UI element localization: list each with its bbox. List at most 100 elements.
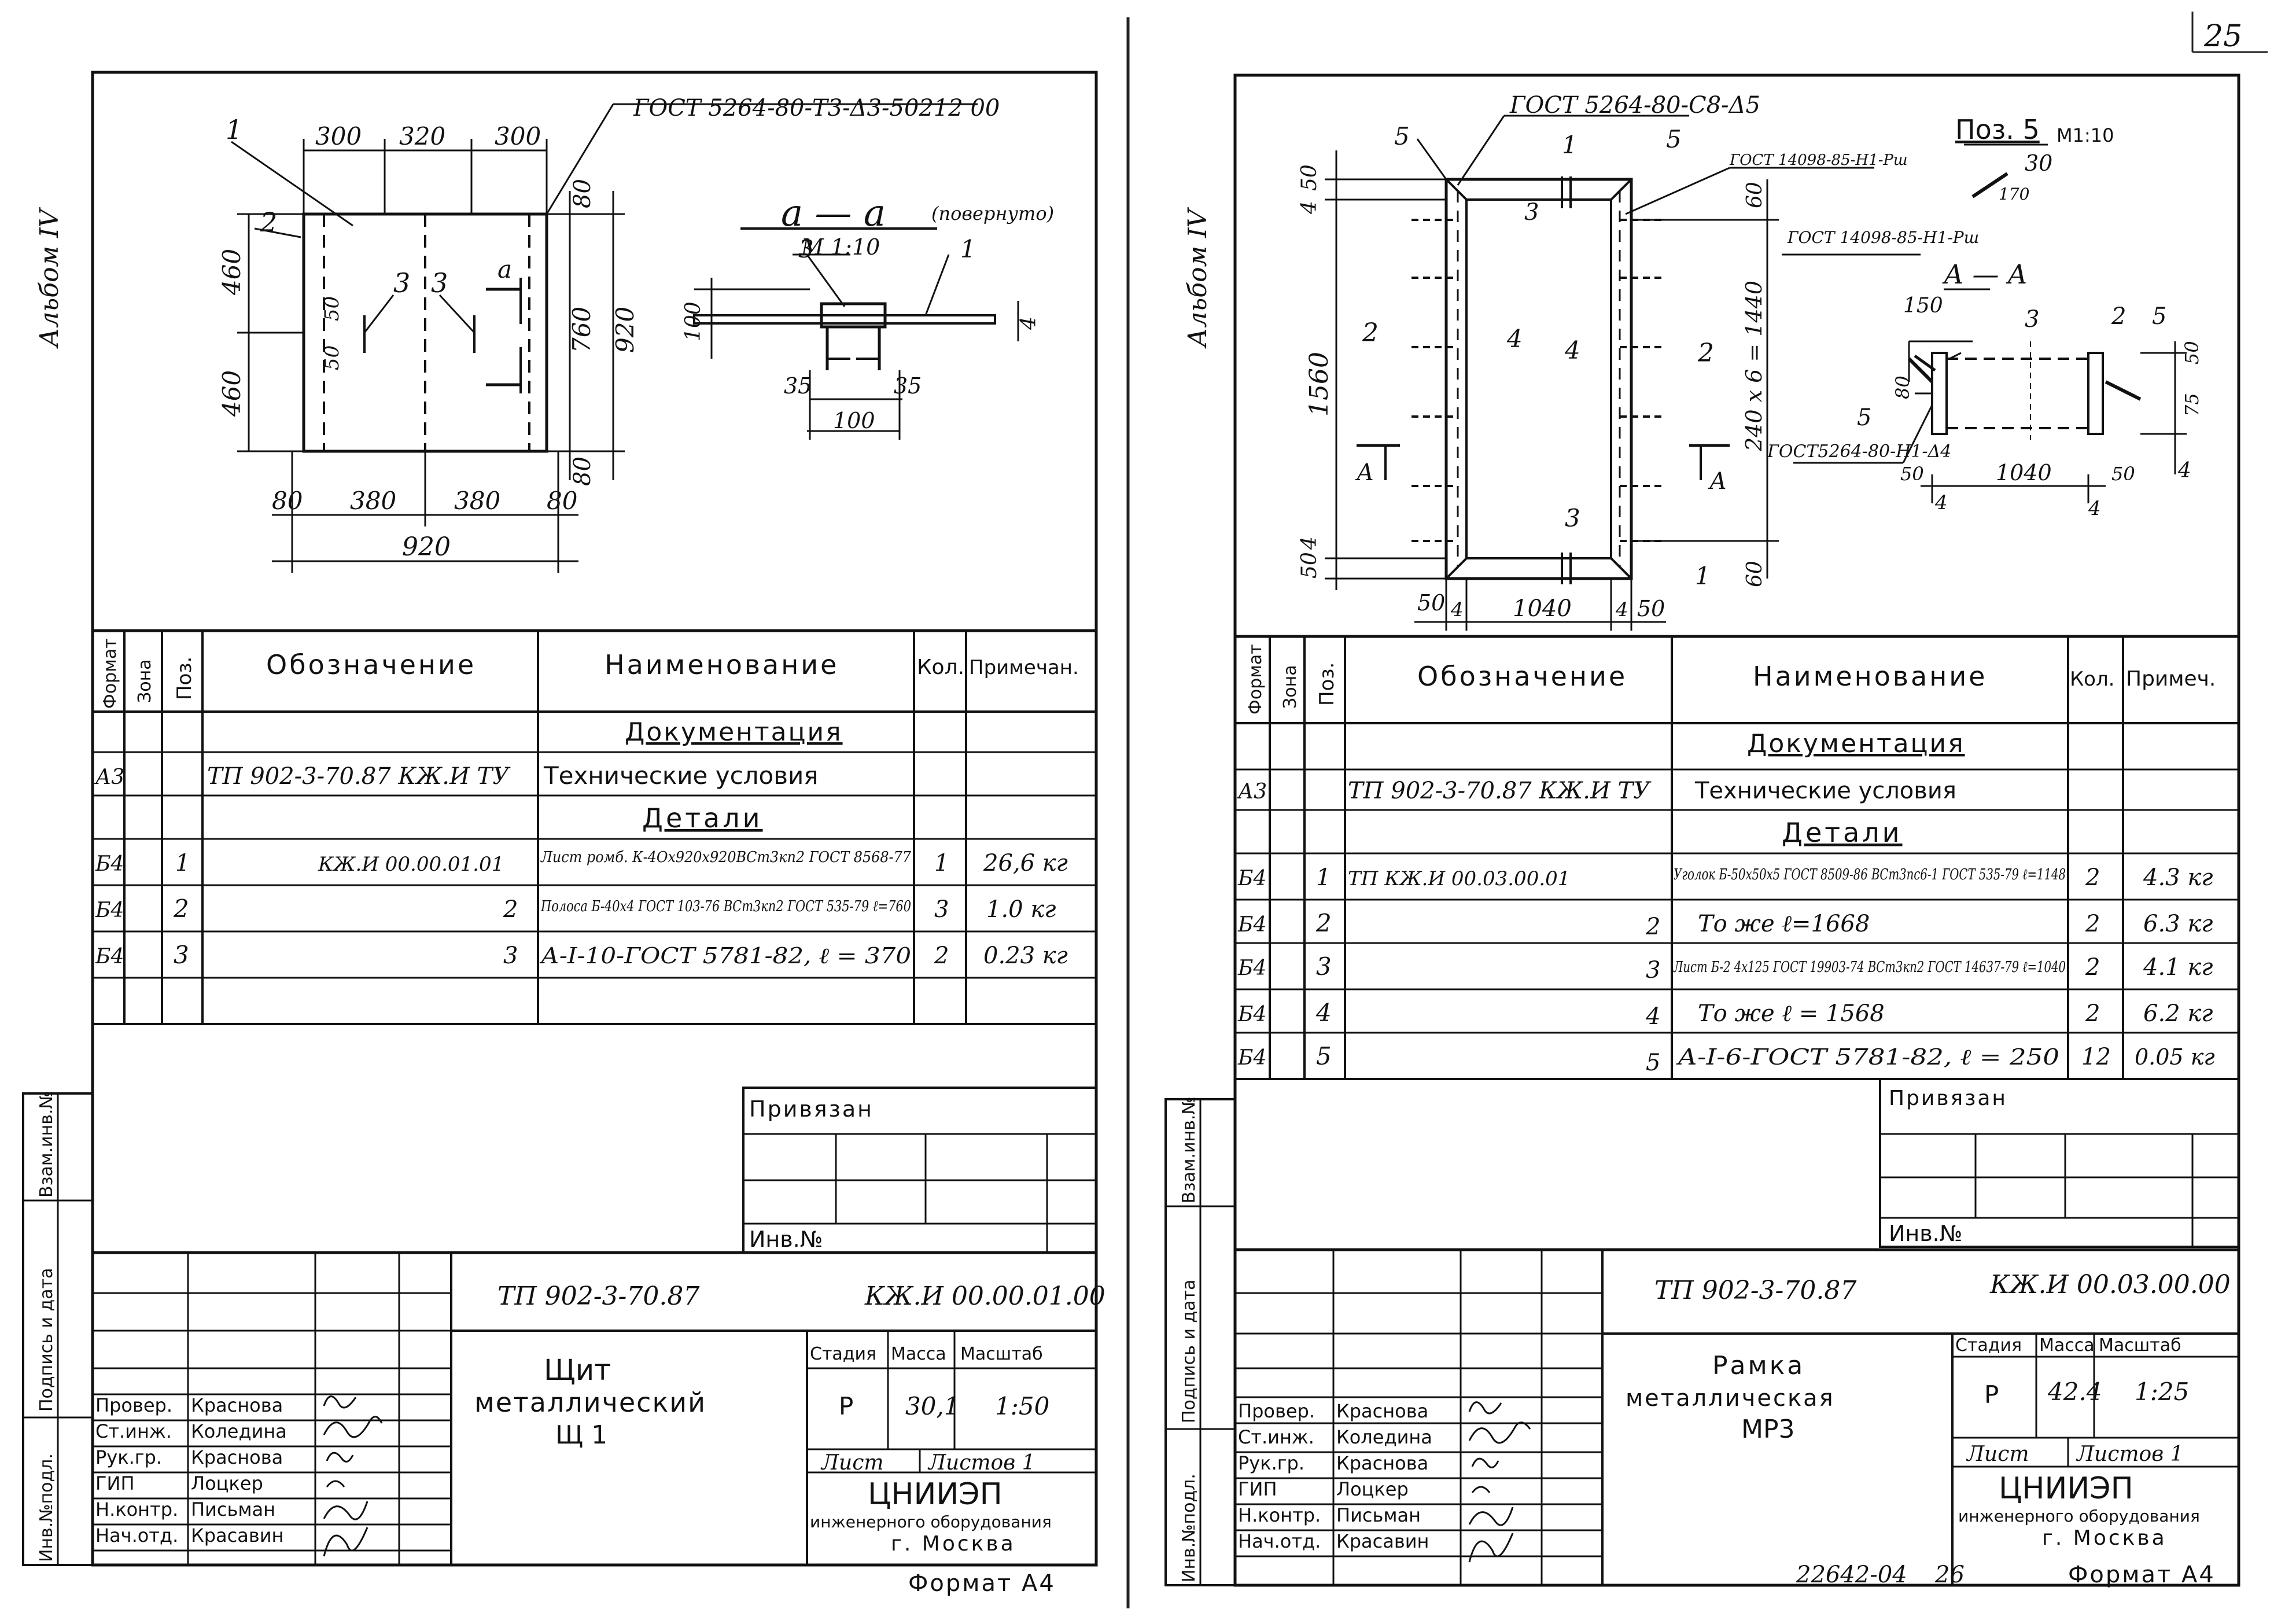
left-stage-h: Стадия: [810, 1344, 876, 1364]
left-row2-designation: КЖ.И 00.00.01.01: [318, 853, 504, 876]
left-row3-pos: 2: [173, 894, 189, 923]
left-sheet-label: Лист: [820, 1451, 884, 1475]
right-row3-name: То же ℓ=1668: [1698, 911, 1870, 937]
right-th-zone: Зона: [1280, 665, 1300, 709]
right-scale: 1:25: [2135, 1378, 2189, 1406]
right-row6-qty: 12: [2081, 1044, 2111, 1070]
right-section-parts: Детали: [1782, 817, 1903, 848]
right-signer-3-role: Рук.гр.: [1238, 1452, 1304, 1474]
left-dim-bottom-1: 80: [272, 487, 303, 515]
right-gost-top: ГОСТ 5264-80-С8-Δ5: [1509, 92, 1760, 119]
right-sec-callout-5b: 5: [1857, 404, 1871, 431]
right-row4-name: Лист Б-2 4х125 ГОСТ 19903-74 ВСт3кп2 ГОС…: [1672, 959, 2066, 976]
left-th-zone: Зона: [135, 659, 155, 703]
left-th-pos: Поз.: [173, 657, 196, 700]
left-signer-2-name: Коледина: [191, 1420, 287, 1442]
right-dim-bottom-1: 50: [1417, 590, 1445, 616]
left-row4-name: А-I-10-ГОСТ 5781-82, ℓ = 370: [539, 943, 911, 968]
right-privyazan: Привязан: [1889, 1087, 2007, 1110]
right-gost-14098a: ГОСТ 14098-85-Н1-Рш: [1729, 152, 1908, 169]
left-signer-1-name: Краснова: [191, 1394, 283, 1416]
left-signer-3-name: Краснова: [191, 1446, 283, 1468]
right-signatures: [1468, 1401, 1531, 1563]
left-row3-note: 1.0 кг: [986, 896, 1056, 923]
right-city: г. Москва: [2042, 1526, 2167, 1550]
left-plate-drawing: [231, 103, 978, 573]
left-sheet: [22, 71, 1098, 1567]
right-callout-5a: 5: [1394, 122, 1410, 150]
right-dim-4a: 4: [1298, 201, 1321, 215]
left-th-qty: Кол.: [917, 656, 964, 679]
left-dim-right-920: 920: [611, 307, 639, 353]
right-callout-4b: 4: [1564, 336, 1580, 364]
left-signer-6-role: Нач.отд.: [95, 1524, 178, 1546]
left-dim-overall: 920: [402, 532, 451, 562]
left-texts: Альбом IV ГОСТ 5264-80-Т3-Δ3-50212 00 30…: [35, 95, 1105, 1597]
right-row6-format: Б4: [1237, 1046, 1266, 1070]
right-signer-4-role: ГИП: [1238, 1478, 1277, 1500]
right-row2-qty: 2: [2085, 864, 2100, 891]
right-album-label: Альбом IV: [1183, 207, 1213, 349]
right-callout-1b: 1: [1695, 562, 1711, 590]
right-callout-3a: 3: [1524, 199, 1539, 226]
right-row1-format: А3: [1236, 780, 1267, 804]
left-row2-qty: 1: [934, 850, 949, 877]
left-sheets-label: Листов 1: [927, 1451, 1035, 1475]
right-pos5-scale: М1:10: [2057, 124, 2114, 146]
right-sec-callout-5a: 5: [2152, 303, 2166, 330]
right-archive-no: 22642-04: [1796, 1562, 1907, 1588]
right-pos5: Поз. 5: [1955, 114, 2040, 145]
right-dim-bottom-3: 1040: [1513, 595, 1572, 622]
left-section-dim-35a: 35: [784, 373, 812, 399]
left-row3-format: Б4: [95, 898, 124, 922]
right-sheets-label: Листов 1: [2076, 1442, 2184, 1466]
right-row4-note: 4.1 кг: [2143, 954, 2213, 981]
left-signer-3-role: Рук.гр.: [95, 1446, 162, 1468]
left-dim-left-2: 460: [218, 370, 246, 417]
left-mass: 30,1: [905, 1392, 960, 1420]
left-row2-pos: 1: [175, 850, 190, 877]
right-sec-dim4: 4: [2177, 459, 2191, 483]
left-row1-name: Технические условия: [543, 761, 819, 790]
left-dim-right-80b: 80: [569, 456, 596, 486]
right-arrow-a-left: А: [1355, 459, 1374, 486]
left-dim-right-760: 760: [567, 307, 596, 353]
right-row2-name: Уголок Б-50х50х5 ГОСТ 8509-86 ВСт3пс6-1 …: [1674, 866, 2066, 883]
right-frame-drawing: [1325, 115, 1874, 631]
left-section-dim-100: 100: [681, 301, 705, 341]
right-th-designation: Обозначение: [1417, 661, 1627, 692]
left-side-label-3: Взам.инв.№: [36, 1091, 57, 1198]
right-scale-h: Масштаб: [2099, 1335, 2181, 1356]
right-th-qty: Кол.: [2070, 668, 2114, 691]
right-th-format: Формат: [1245, 644, 1266, 715]
left-dim-bottom-4: 80: [547, 487, 577, 515]
left-stage: Р: [839, 1392, 853, 1420]
left-section-parts: Детали: [642, 802, 763, 834]
left-callout-3a: 3: [393, 267, 410, 299]
right-callout-4a: 4: [1506, 325, 1523, 353]
right-row2-format: Б4: [1237, 867, 1266, 890]
left-dim-bottom-2: 380: [350, 487, 396, 515]
left-org: ЦНИИЭП: [868, 1477, 1003, 1512]
left-mass-h: Масса: [891, 1344, 946, 1364]
right-dim-bottom-2: 4: [1450, 598, 1464, 621]
right-row5-name: То же ℓ = 1568: [1698, 1000, 1885, 1027]
right-row6-pos: 5: [1316, 1042, 1332, 1070]
right-row2-designation: ТП КЖ.И 00.03.00.01: [1348, 867, 1570, 890]
right-signer-1-name: Краснова: [1336, 1400, 1428, 1422]
left-section-callout-3: 3: [798, 235, 814, 263]
right-row6-designation: 5: [1646, 1049, 1660, 1076]
left-inv-no: Инв.№: [749, 1227, 823, 1252]
right-sec-dim50b: 50: [2111, 463, 2135, 485]
right-side-label-1: Инв.№подл.: [1179, 1474, 1199, 1582]
right-sec-dim4c: 4: [2088, 497, 2101, 520]
right-format: Формат А4: [2068, 1562, 2216, 1588]
left-row3-name: Полоса Б-40х4 ГОСТ 103-76 ВСт3кп2 ГОСТ 5…: [540, 898, 911, 915]
right-sec-dim80: 80: [1892, 375, 1914, 399]
left-dim-bottom-3: 380: [454, 487, 500, 515]
left-section-title: а — а: [781, 192, 886, 235]
right-signer-6-name: Красавин: [1336, 1530, 1429, 1552]
left-title-line-2: металлический: [474, 1387, 706, 1418]
right-title-code: ТП 902-3-70.87: [1654, 1276, 1856, 1305]
right-row3-pos: 2: [1315, 909, 1332, 937]
